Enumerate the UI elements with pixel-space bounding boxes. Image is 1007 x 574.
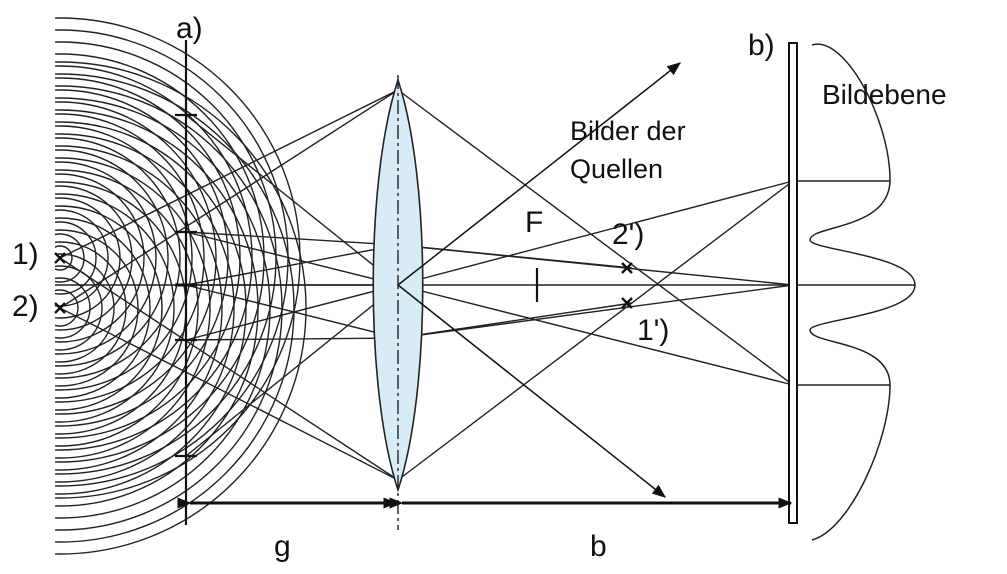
diffraction-arrow-down — [397, 284, 667, 498]
screen-label: b) — [748, 29, 775, 62]
wavefront-arc — [55, 229, 139, 387]
wavefronts — [55, 17, 307, 555]
ray-segment — [59, 89, 399, 259]
ray-segment — [185, 284, 399, 339]
wavefront-arc — [55, 125, 193, 391]
source-1-marker — [54, 252, 66, 264]
wavefront-arc — [55, 193, 175, 423]
wavefront-arc — [55, 221, 97, 295]
wavefront-arc — [55, 209, 109, 307]
wavefront-arc — [55, 289, 79, 327]
ray-segment — [185, 244, 399, 286]
source-images-label-line2: Quellen — [570, 154, 663, 184]
aperture-grating — [175, 40, 197, 525]
wavefront-arc — [55, 277, 91, 339]
wavefront-arc — [55, 77, 241, 439]
source-2-marker — [54, 302, 66, 314]
wavefront-arc — [55, 133, 235, 483]
wavefront-arc — [55, 17, 301, 499]
ray-segment — [59, 89, 399, 309]
ray-segment — [185, 337, 399, 341]
wavefront-arc — [55, 233, 85, 283]
wavefront-arc — [55, 113, 205, 403]
wavefront-arc — [55, 169, 199, 447]
intensity-maxima-lines — [797, 180, 915, 386]
wavefront-arc — [55, 89, 229, 427]
wavefront-arc — [55, 145, 223, 471]
image-2-marker — [621, 262, 633, 274]
wavefront-arc — [55, 61, 307, 555]
wavefront-arc — [55, 109, 259, 507]
ray-segment — [59, 307, 399, 481]
wavefront-arc — [55, 137, 181, 379]
image-1-label: 1') — [637, 314, 669, 347]
wavefront-arc — [55, 161, 157, 355]
wavefront-arc — [55, 217, 151, 399]
wavefront-arc — [55, 121, 247, 495]
ray-segment — [397, 180, 794, 286]
wavefront-arc — [55, 253, 115, 363]
ray-segment — [185, 231, 399, 286]
source-images-label-line1: Bilder der — [570, 116, 686, 146]
image-1-marker — [621, 297, 633, 309]
ray-segment — [397, 284, 794, 386]
wavefront-arc — [55, 241, 127, 375]
wavefront-arc — [55, 85, 283, 531]
wavefront-arc — [55, 149, 169, 367]
ray-segment — [185, 231, 399, 246]
source-1-label: 1) — [12, 238, 39, 271]
aperture-label: a) — [176, 12, 203, 45]
ray-segment — [397, 302, 633, 339]
wavefront-arc — [55, 173, 145, 343]
ray-segment — [397, 180, 794, 481]
ray-segment — [397, 244, 633, 269]
wavefront-arc — [55, 205, 163, 411]
wavefront-arc — [55, 101, 217, 415]
source-2-label: 2) — [12, 290, 39, 323]
diffraction-arrow-up — [397, 62, 682, 286]
wavefront-arc — [55, 185, 133, 331]
ray-segment — [59, 257, 399, 481]
image-plane-label: Bildebene — [822, 79, 947, 110]
ray-segment — [185, 284, 399, 341]
distance-g-label: g — [274, 530, 291, 563]
distance-b-label: b — [590, 530, 607, 563]
ray-segment — [185, 114, 399, 286]
wavefront-arc — [55, 157, 211, 459]
wavefront-arc — [55, 245, 73, 271]
ray-segment — [185, 284, 399, 457]
wavefront-arc — [55, 265, 103, 351]
image-2-label: 2') — [612, 218, 644, 251]
ray-segment — [397, 89, 794, 386]
image-screen — [788, 42, 798, 524]
focus-label: F — [525, 206, 543, 239]
wavefront-arc — [55, 97, 271, 519]
wavefront-arc — [55, 73, 295, 543]
intensity-curve — [809, 43, 916, 541]
ray-segment — [397, 284, 794, 339]
